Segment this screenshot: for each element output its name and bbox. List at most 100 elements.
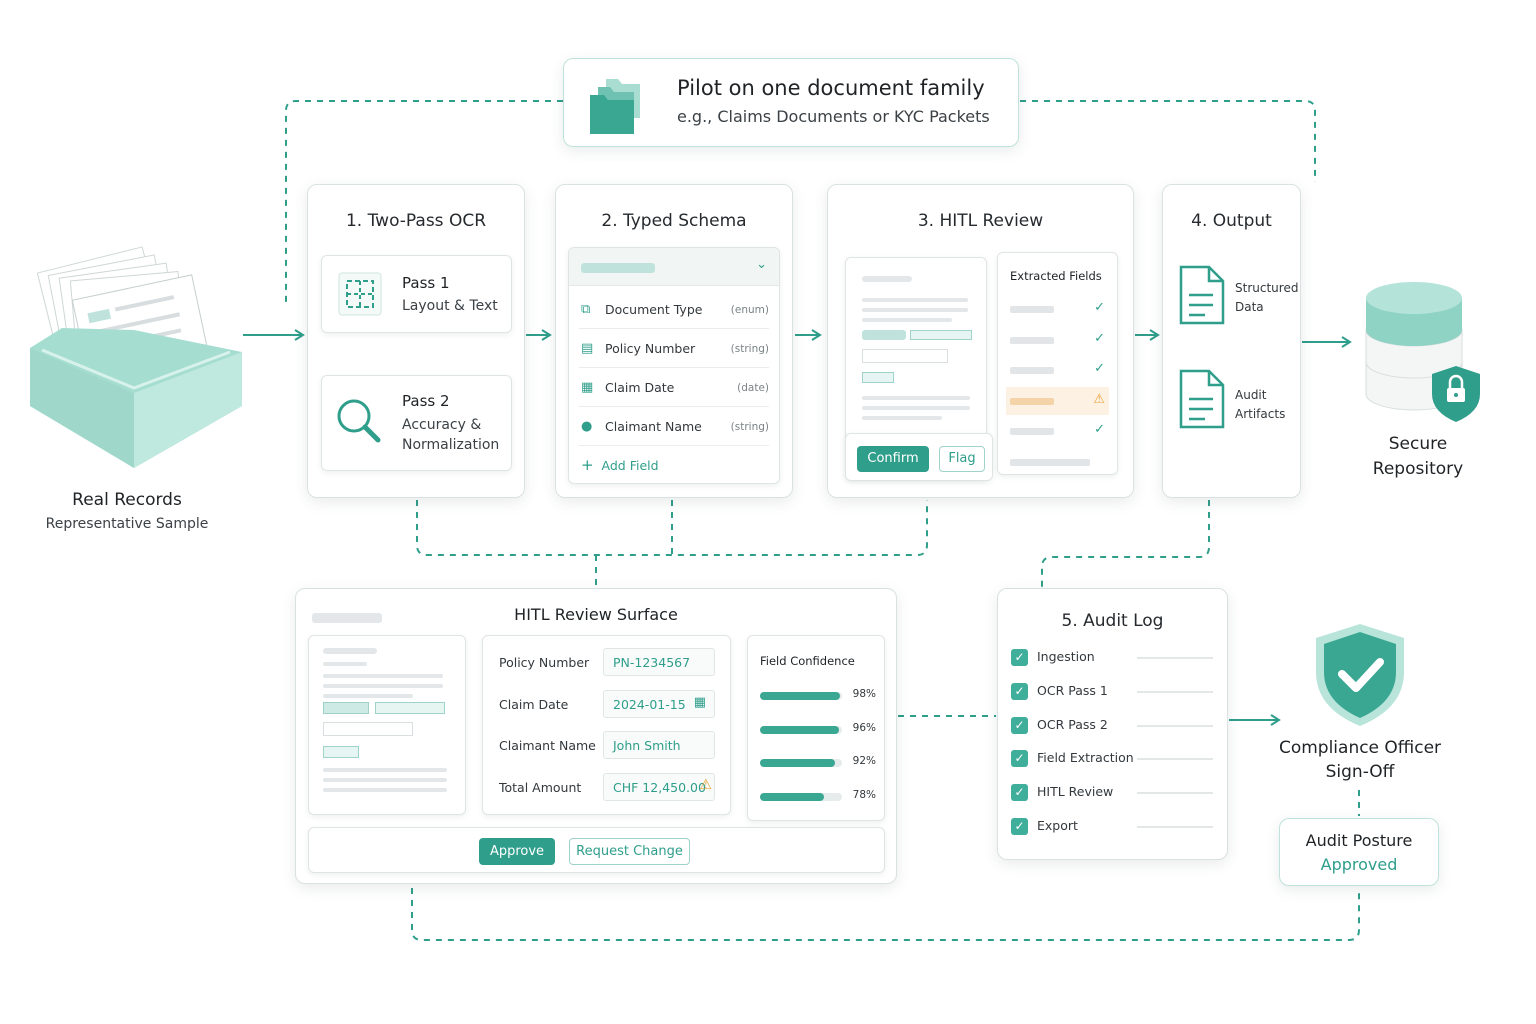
output-structured-line2: Data [1235, 300, 1264, 314]
type-icon: ⧉ [581, 302, 591, 317]
output-audit-line2: Artifacts [1235, 407, 1286, 421]
extracted-field-row[interactable]: ✓ [1006, 417, 1109, 445]
document-icon [1179, 265, 1225, 325]
field-placeholder-bar [1010, 367, 1054, 374]
step-output-card: 4. Output Structured Data Audit Artifact… [1162, 184, 1301, 498]
folders-icon [590, 79, 640, 134]
pass2-desc-line2: Normalization [402, 437, 500, 453]
audit-log-line [1137, 792, 1213, 795]
source-subtitle: Representative Sample [45, 516, 209, 532]
database-lock-icon [1365, 282, 1480, 422]
warning-icon: ⚠ [1093, 391, 1105, 407]
plus-icon: + [581, 456, 594, 474]
extracted-field-row[interactable]: ⚠ [1006, 386, 1109, 415]
extracted-field-row[interactable]: ✓ [1006, 326, 1109, 354]
confidence-bar [760, 725, 839, 734]
step-schema-title: 2. Typed Schema [601, 211, 747, 231]
surface-field-input[interactable]: 2024-01-15▦ [603, 689, 715, 718]
surface-field-input[interactable]: PN-1234567 [603, 648, 715, 676]
schema-field-row[interactable]: ● Claimant Name (string) [569, 415, 779, 453]
schema-field-name: Claimant Name [605, 419, 702, 434]
extracted-field-row[interactable]: ✓ [1006, 295, 1109, 323]
surface-title: HITL Review Surface [514, 605, 678, 624]
surface-field-value: CHF 12,450.00 [613, 779, 706, 795]
confidence-bar [760, 759, 836, 767]
add-field-label: Add Field [601, 458, 659, 473]
audit-log-line [1137, 724, 1213, 727]
pilot-subtitle: e.g., Claims Documents or KYC Packets [677, 107, 990, 126]
calendar-icon: ▦ [693, 694, 706, 710]
checkmark-icon: ✓ [1094, 422, 1105, 437]
step-schema-card: 2. Typed Schema ⌄ ⧉ Document Type (enum) ▤P… [555, 184, 793, 498]
calendar-icon: ▦ [581, 380, 594, 395]
schema-field-row[interactable]: ⧉ Document Type (enum) [569, 298, 779, 336]
checkbox-checked-icon[interactable]: ✓ [1011, 716, 1028, 734]
checkbox-checked-icon[interactable]: ✓ [1011, 784, 1028, 802]
step-hitl-card: 3. HITL Review Confirm Flag Extracted Fi… [827, 184, 1134, 498]
magnifier-icon [337, 399, 381, 443]
schema-dropdown[interactable]: ⌄ [569, 248, 779, 286]
extracted-field-row[interactable]: ✓ [1006, 356, 1109, 384]
schema-field-type: (date) [737, 382, 769, 394]
hitl-action-bar: Confirm Flag [845, 433, 993, 481]
schema-field-row[interactable]: ▦Claim Date(date) [569, 376, 779, 414]
pass2-title: Pass 2 [402, 392, 450, 410]
confidence-title: Field Confidence [760, 654, 855, 668]
field-placeholder-bar [1010, 306, 1054, 313]
pass2-box: Pass 2 Accuracy & Normalization [321, 375, 512, 471]
confidence-label: 92% [852, 755, 876, 767]
extracted-fields-panel: Extracted Fields ✓✓✓⚠✓ [997, 252, 1118, 475]
step-ocr-card: 1. Two-Pass OCR Pass 1 Layout & Text Pas… [307, 184, 525, 498]
schema-field-type: (string) [730, 421, 769, 433]
step-hitl-title: 3. HITL Review [917, 211, 1044, 231]
output-audit-line1: Audit [1235, 388, 1267, 402]
pass2-desc-line1: Accuracy & [402, 417, 482, 433]
shield-check-icon [1316, 624, 1404, 726]
confirm-button[interactable]: Confirm [857, 446, 929, 472]
audit-log-line [1137, 758, 1213, 761]
checkmark-icon: ✓ [1094, 330, 1105, 346]
audit-log-line [1137, 826, 1213, 828]
confidence-track [760, 692, 842, 700]
checkbox-checked-icon[interactable]: ✓ [1011, 682, 1028, 700]
surface-field-value: PN-1234567 [613, 655, 691, 670]
confidence-track [760, 792, 842, 801]
row-divider [579, 406, 769, 407]
request-change-button[interactable]: Request Change [569, 838, 690, 865]
confidence-label: 78% [852, 788, 876, 801]
audit-log-row: ✓ Field Extraction [998, 750, 1227, 774]
surface-document-preview [308, 635, 466, 815]
checkbox-checked-icon[interactable]: ✓ [1011, 818, 1028, 835]
checkbox-checked-icon[interactable]: ✓ [1011, 649, 1028, 666]
schema-field-name: Document Type [605, 302, 703, 317]
surface-field-input[interactable]: John Smith [603, 731, 715, 759]
confidence-bar [760, 792, 824, 801]
audit-log-item-label: Field Extraction [1037, 750, 1134, 766]
schema-field-type: (enum) [730, 304, 769, 316]
person-icon: ● [581, 419, 593, 434]
flag-button[interactable]: Flag [939, 446, 985, 472]
audit-document-icon [1179, 369, 1225, 429]
checkmark-icon: ✓ [1094, 300, 1105, 315]
audit-log-item-label: Ingestion [1037, 649, 1095, 664]
audit-log-line [1137, 657, 1213, 659]
id-card-icon: ▤ [581, 341, 594, 356]
audit-log-row: ✓ Ingestion [998, 649, 1227, 673]
extracted-field-row[interactable] [1006, 448, 1109, 476]
surface-action-bar: Approve Request Change [308, 827, 885, 873]
signoff-line1: Compliance Officer [1278, 738, 1442, 758]
surface-field-input[interactable]: CHF 12,450.00⚠ [603, 772, 715, 801]
approve-button[interactable]: Approve [479, 838, 555, 865]
audit-posture-box: Audit Posture Approved [1279, 818, 1439, 886]
audit-log-card: 5. Audit Log ✓Ingestion✓OCR Pass 1✓OCR P… [997, 588, 1228, 860]
audit-log-row: ✓OCR Pass 2 [998, 716, 1227, 741]
repo-label-line2: Repository [1372, 459, 1464, 479]
field-placeholder-bar [1010, 428, 1054, 435]
schema-field-row[interactable]: ▤Policy Number(string) [569, 337, 779, 375]
row-divider [579, 328, 769, 329]
add-field-button[interactable]: + Add Field [581, 456, 659, 474]
checkbox-checked-icon[interactable]: ✓ [1011, 750, 1028, 768]
